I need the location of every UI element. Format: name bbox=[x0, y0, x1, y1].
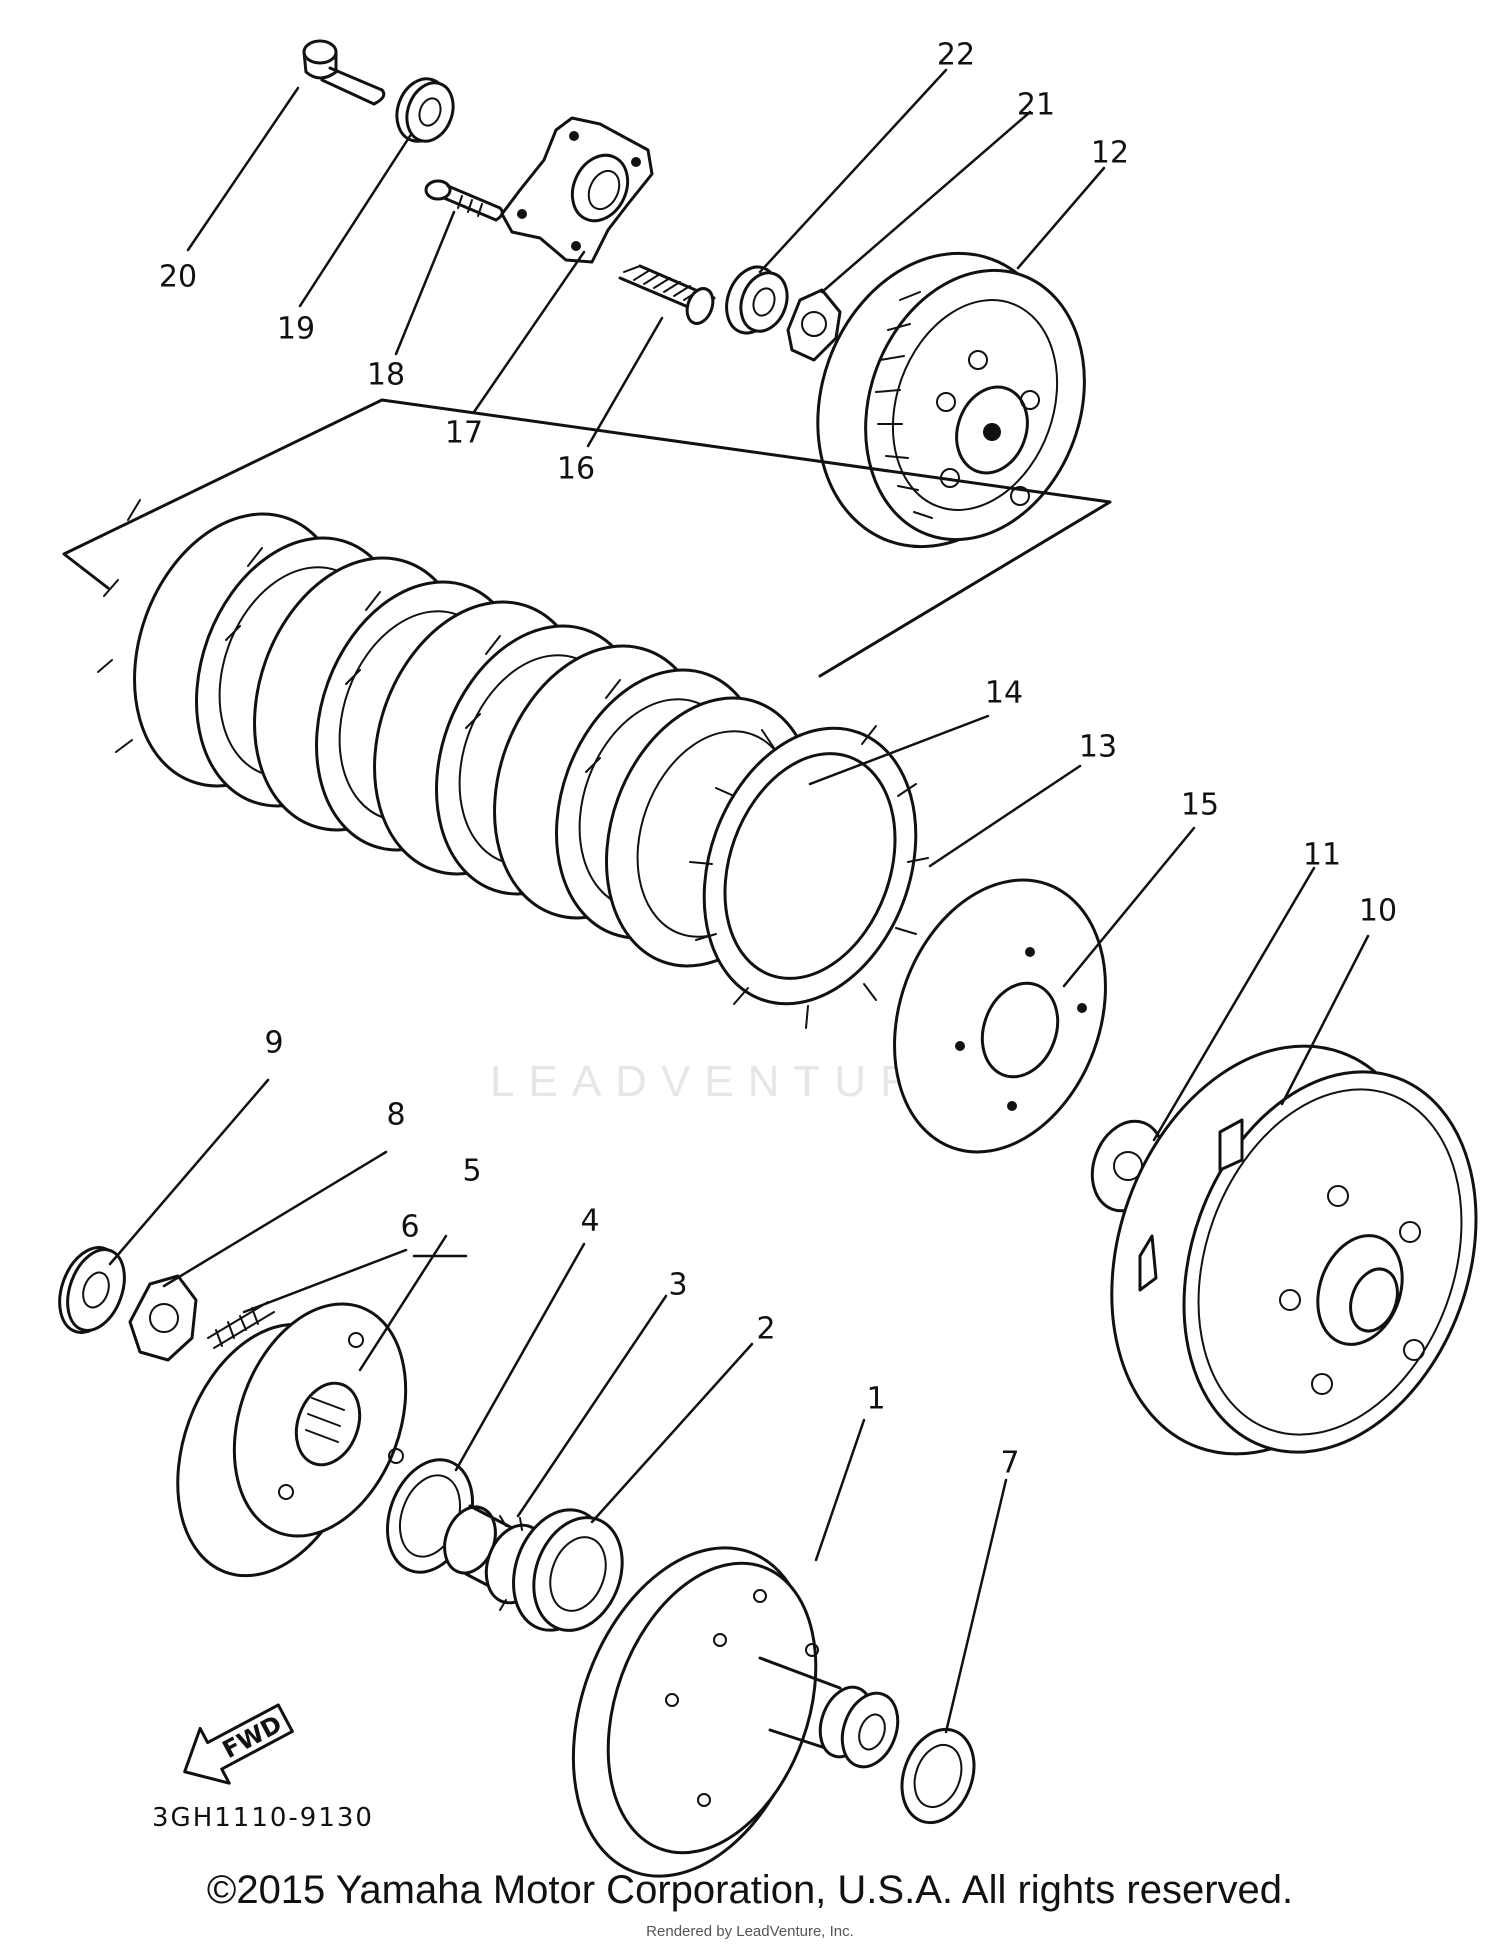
part-17-plate bbox=[500, 116, 654, 264]
part-15-pressure-plate bbox=[893, 878, 1107, 1154]
callout-8: 8 bbox=[386, 1098, 405, 1133]
plate-group-bracket bbox=[62, 398, 1112, 678]
callout-12: 12 bbox=[1091, 136, 1129, 171]
part-19-bearing bbox=[395, 77, 455, 143]
copyright-notice: ©2015 Yamaha Motor Corporation, U.S.A. A… bbox=[206, 1868, 1294, 1912]
part-7-washer bbox=[900, 1727, 976, 1825]
callout-6: 6 bbox=[400, 1210, 419, 1245]
part-16-spring bbox=[618, 264, 716, 325]
callout-17: 17 bbox=[445, 416, 483, 451]
callout-2: 2 bbox=[756, 1312, 775, 1347]
part-9-washer bbox=[58, 1246, 126, 1334]
part-8-plate bbox=[128, 1274, 198, 1362]
callout-7: 7 bbox=[1000, 1446, 1019, 1481]
callout-3: 3 bbox=[668, 1268, 687, 1303]
render-note: Rendered by LeadVenture, Inc. bbox=[646, 1923, 854, 1940]
part-13-friction-plate bbox=[689, 725, 929, 1029]
callout-20: 20 bbox=[159, 260, 197, 295]
diagram-code: 3GH1110-9130 bbox=[152, 1803, 374, 1833]
part-18-bolt bbox=[424, 179, 504, 222]
part-2-bearing bbox=[512, 1508, 624, 1632]
watermark: LEADVENTURE bbox=[490, 1057, 969, 1106]
callout-21: 21 bbox=[1017, 88, 1055, 123]
fwd-direction-arrow: FWD bbox=[183, 1703, 294, 1785]
part-20-bolt bbox=[302, 39, 386, 106]
part-5-shoe-carrier bbox=[176, 1302, 408, 1578]
callout-14: 14 bbox=[985, 676, 1023, 711]
callout-19: 19 bbox=[277, 312, 315, 347]
callout-11: 11 bbox=[1303, 838, 1341, 873]
callout-labels: 20 19 18 17 16 22 21 12 14 13 15 11 10 9… bbox=[159, 38, 1397, 1481]
callout-18: 18 bbox=[367, 358, 405, 393]
leader-lines bbox=[108, 68, 1370, 1734]
callout-10: 10 bbox=[1359, 894, 1397, 929]
part-22-nut bbox=[725, 265, 789, 335]
callout-1: 1 bbox=[866, 1382, 885, 1417]
clutch-plate-stack bbox=[97, 499, 815, 968]
part-21-lock-washer bbox=[786, 288, 842, 362]
callout-16: 16 bbox=[557, 452, 595, 487]
callout-13: 13 bbox=[1079, 730, 1117, 765]
callout-9: 9 bbox=[264, 1026, 283, 1061]
part-1-clutch-drum bbox=[571, 1546, 900, 1878]
callout-15: 15 bbox=[1181, 788, 1219, 823]
part-10-clutch-housing bbox=[1110, 1044, 1478, 1456]
callout-5: 5 bbox=[462, 1154, 481, 1189]
part-12-clutch-boss bbox=[816, 251, 1086, 549]
callout-22: 22 bbox=[937, 38, 975, 73]
part-6-spring bbox=[207, 1301, 275, 1349]
callout-4: 4 bbox=[580, 1204, 599, 1239]
